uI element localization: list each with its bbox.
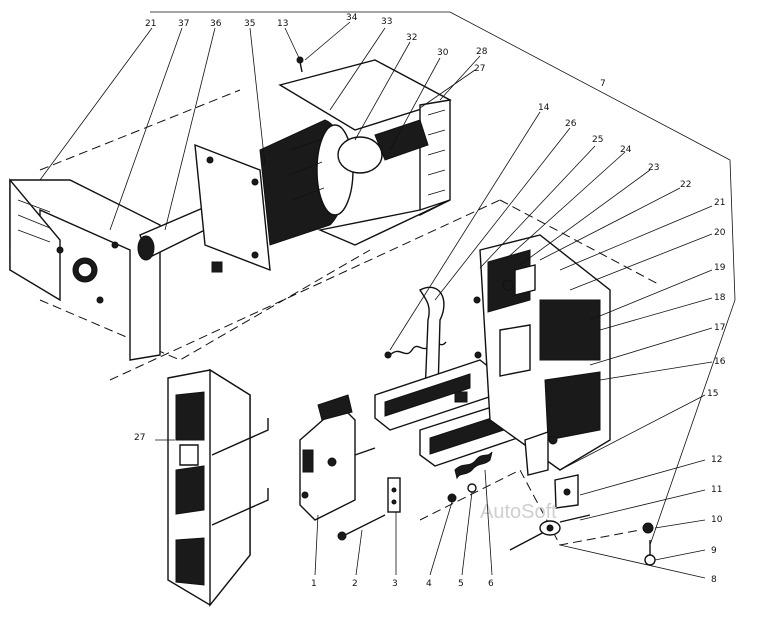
callout-7: 7 [600, 79, 606, 89]
callout-14: 14 [538, 103, 550, 113]
callout-35: 35 [244, 19, 255, 29]
callout-17: 17 [714, 323, 725, 333]
callout-10: 10 [711, 515, 723, 525]
leader-lines [39, 21, 713, 579]
callout-19: 19 [714, 263, 726, 273]
auxiliary-contact [299, 394, 376, 521]
assembly-outline [39, 11, 736, 546]
mounting-bracket [9, 178, 161, 361]
callout-4: 4 [426, 579, 432, 589]
callout-2: 2 [352, 579, 358, 589]
callout-26: 26 [565, 119, 577, 129]
callout-8: 8 [711, 575, 717, 585]
callout-5: 5 [458, 579, 464, 589]
callout-21: 21 [714, 198, 725, 208]
callout-34: 34 [346, 13, 358, 23]
terminal-cover [167, 368, 269, 607]
callout-27-upper: 27 [474, 64, 485, 74]
solenoid-housing [278, 56, 452, 246]
callout-20: 20 [714, 228, 726, 238]
callout-36: 36 [210, 19, 222, 29]
return-spring [384, 286, 447, 397]
callout-24: 24 [620, 145, 632, 155]
callout-15: 15 [707, 389, 718, 399]
watermark: AutoSoft [480, 501, 557, 523]
callout-18: 18 [714, 293, 726, 303]
callout-33: 33 [381, 17, 392, 27]
small-hardware [337, 451, 656, 566]
callout-28: 28 [476, 47, 488, 57]
callout-32: 32 [406, 33, 417, 43]
callout-37: 37 [178, 19, 189, 29]
callout-29: 21 [145, 19, 156, 29]
callout-30: 30 [437, 48, 449, 58]
callout-22: 22 [680, 180, 691, 190]
callout-13: 13 [277, 19, 288, 29]
callout-12: 12 [711, 455, 722, 465]
callout-1: 1 [311, 579, 317, 589]
contact-block-housing [473, 234, 611, 509]
callout-27-lower: 27 [134, 433, 145, 443]
callout-3: 3 [392, 579, 398, 589]
callout-25: 25 [592, 135, 603, 145]
callout-23: 23 [648, 163, 659, 173]
solenoid-coil [194, 119, 354, 273]
callout-9: 9 [711, 546, 717, 556]
callout-6: 6 [488, 579, 494, 589]
callout-16: 16 [714, 357, 726, 367]
callout-labels: 21 37 36 35 13 34 33 32 30 28 27 7 14 26… [134, 13, 726, 589]
callout-11: 11 [711, 485, 722, 495]
